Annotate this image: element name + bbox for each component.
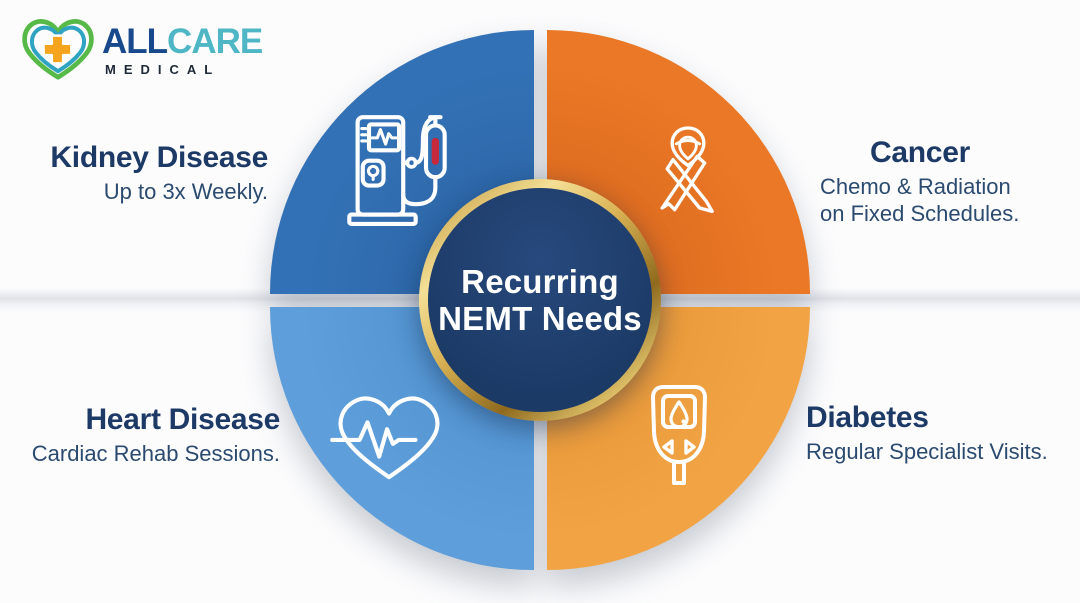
logo-text-medical: MEDICAL [105,62,221,77]
cancer-title: Cancer [870,136,970,169]
center-gold-ring: Recurring NEMT Needs [419,179,661,421]
heart-disease-subtitle: Cardiac Rehab Sessions. [31,441,280,466]
kidney-disease-title: Kidney Disease [50,141,268,174]
center-title-line1: Recurring [461,263,619,300]
center-title-line2: NEMT Needs [438,300,642,337]
logo-text-all: ALL [102,22,168,61]
heart-ekg-icon [330,392,448,484]
diabetes-label: Diabetes Regular Specialist Visits. [806,401,1048,465]
dialysis-machine-icon [344,113,450,227]
cancer-subtitle: Chemo & Radiation on Fixed Schedules. [820,173,1020,227]
allcare-medical-logo: ALLCARE MEDICAL [20,16,263,91]
cancer-subtitle-line1: Chemo & Radiation [820,174,1011,199]
cancer-label: Cancer Chemo & Radiation on Fixed Schedu… [820,136,1020,227]
awareness-ribbon-icon [648,115,728,221]
heart-disease-label: Heart Disease Cardiac Rehab Sessions. [31,403,281,467]
heart-cross-logo-icon [20,16,96,91]
heart-disease-title: Heart Disease [85,403,280,436]
logo-brand-line: ALLCARE [102,22,263,61]
glucose-meter-icon [644,384,714,488]
kidney-disease-label: Kidney Disease Up to 3x Weekly. [50,141,268,205]
cancer-subtitle-line2: on Fixed Schedules. [820,201,1020,226]
kidney-disease-subtitle: Up to 3x Weekly. [103,179,268,204]
diabetes-title: Diabetes [806,401,929,434]
logo-text-care: CARE [167,22,263,61]
center-circle: Recurring NEMT Needs [428,188,652,412]
diabetes-subtitle: Regular Specialist Visits. [806,439,1048,464]
logo-wordmark: ALLCARE MEDICAL [102,16,263,78]
